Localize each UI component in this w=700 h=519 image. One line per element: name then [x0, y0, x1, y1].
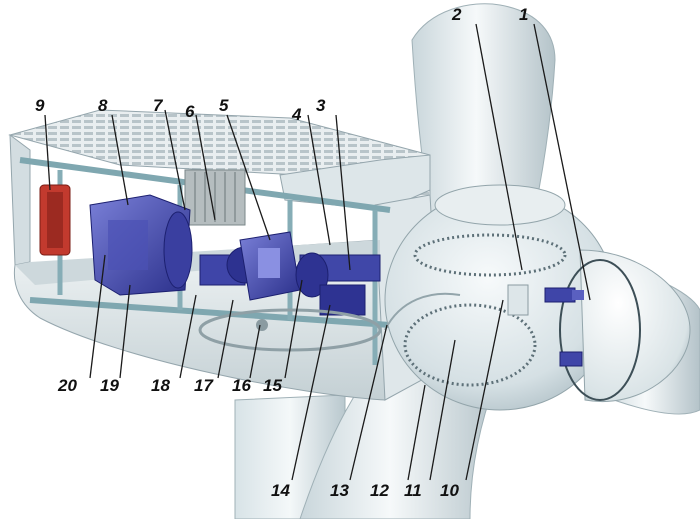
label-14: 14 [271, 481, 290, 500]
label-1: 1 [519, 5, 528, 24]
label-2: 2 [451, 5, 462, 24]
label-18: 18 [151, 376, 170, 395]
cooling-unit [39, 184, 71, 256]
callout-labels: 1 2 3 4 5 6 7 8 9 10 11 12 13 14 15 16 1… [35, 5, 528, 500]
gearbox [239, 231, 301, 301]
pitch-drive-units [544, 287, 584, 367]
label-7: 7 [153, 96, 164, 115]
label-13: 13 [330, 481, 349, 500]
label-17: 17 [194, 376, 214, 395]
label-4: 4 [291, 105, 302, 124]
label-10: 10 [440, 481, 459, 500]
main-shaft [295, 252, 381, 316]
leader-lines [44, 23, 591, 481]
label-6: 6 [185, 102, 195, 121]
label-12: 12 [370, 481, 389, 500]
label-19: 19 [100, 376, 119, 395]
generator [89, 194, 193, 296]
label-20: 20 [57, 376, 77, 395]
label-16: 16 [232, 376, 251, 395]
radiator-panels [184, 169, 246, 226]
rotor-hub [384, 184, 616, 411]
label-5: 5 [219, 96, 229, 115]
label-11: 11 [404, 481, 422, 500]
blade-upper [411, 3, 556, 216]
label-15: 15 [263, 376, 282, 395]
spinner-nose [559, 249, 691, 402]
label-3: 3 [316, 96, 326, 115]
label-9: 9 [35, 96, 45, 115]
label-8: 8 [98, 96, 108, 115]
